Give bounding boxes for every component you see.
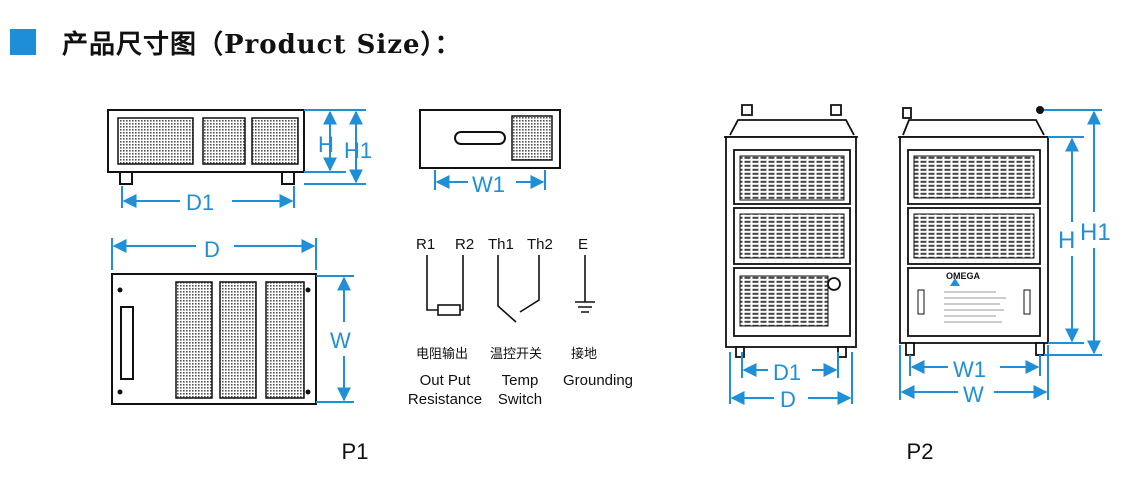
section-title: 产品尺寸图（Product Size）：: [62, 29, 462, 60]
p2-dim-h: H: [1058, 227, 1075, 254]
p1-w1-dim: [434, 170, 546, 190]
p1-d-dim: [111, 238, 317, 270]
p2-depth-dims: [729, 352, 853, 405]
p1-label: P1: [342, 439, 369, 464]
label-temp-en-1: Temp: [502, 372, 539, 389]
p2-dim-d: D: [780, 387, 796, 412]
p1-dim-d1: D1: [186, 190, 214, 215]
label-temp-en-2: Switch: [498, 391, 542, 408]
p1-dim-h1: H1: [344, 138, 372, 163]
label-resistance-en-1: Out Put: [420, 372, 472, 389]
label-grounding-en: Grounding: [563, 372, 633, 389]
p1-dim-h: H: [318, 132, 334, 157]
p1-w-dim: [316, 275, 354, 403]
terminal-th2: Th2: [527, 236, 553, 253]
p1-dim-w: W: [330, 328, 351, 353]
bullet-square-icon: [10, 29, 36, 55]
p1-height-dims: [304, 109, 366, 185]
p2-width-dims: [899, 345, 1049, 400]
p2-brand-logo: OMEGA: [946, 271, 981, 281]
label-resistance-en-2: Resistance: [408, 391, 482, 408]
label-ground-cn: 接地: [571, 346, 597, 361]
terminal-r1: R1: [416, 236, 435, 253]
p2-dim-d1: D1: [773, 360, 801, 385]
p1-side-view: [107, 109, 305, 185]
p1-terminal-schematic: R1 R2 Th1 Th2 E 电阻输出 温控开关 接地 Out Put Res…: [408, 236, 633, 408]
terminal-r2: R2: [455, 236, 474, 253]
p1-dim-d: D: [204, 237, 220, 262]
p1-d1-dim: [121, 186, 295, 208]
terminal-e: E: [578, 236, 588, 253]
p2-dim-w1: W1: [953, 357, 986, 382]
p2-dim-h1: H1: [1080, 219, 1111, 246]
p2-label: P2: [907, 439, 934, 464]
p1-end-view: [419, 109, 561, 169]
section-header: 产品尺寸图（Product Size）：: [10, 22, 462, 62]
terminal-th1: Th1: [488, 236, 514, 253]
p1-dim-w1: W1: [472, 172, 505, 197]
label-temp-cn: 温控开关: [490, 346, 542, 361]
p2-dim-w: W: [963, 382, 984, 407]
p2-side-view: [724, 104, 858, 358]
p2-height-dims: [1044, 109, 1102, 356]
p1-front-view: [111, 273, 317, 405]
p2-front-view: [898, 106, 1050, 356]
label-resistance-cn: 电阻输出: [416, 346, 468, 361]
